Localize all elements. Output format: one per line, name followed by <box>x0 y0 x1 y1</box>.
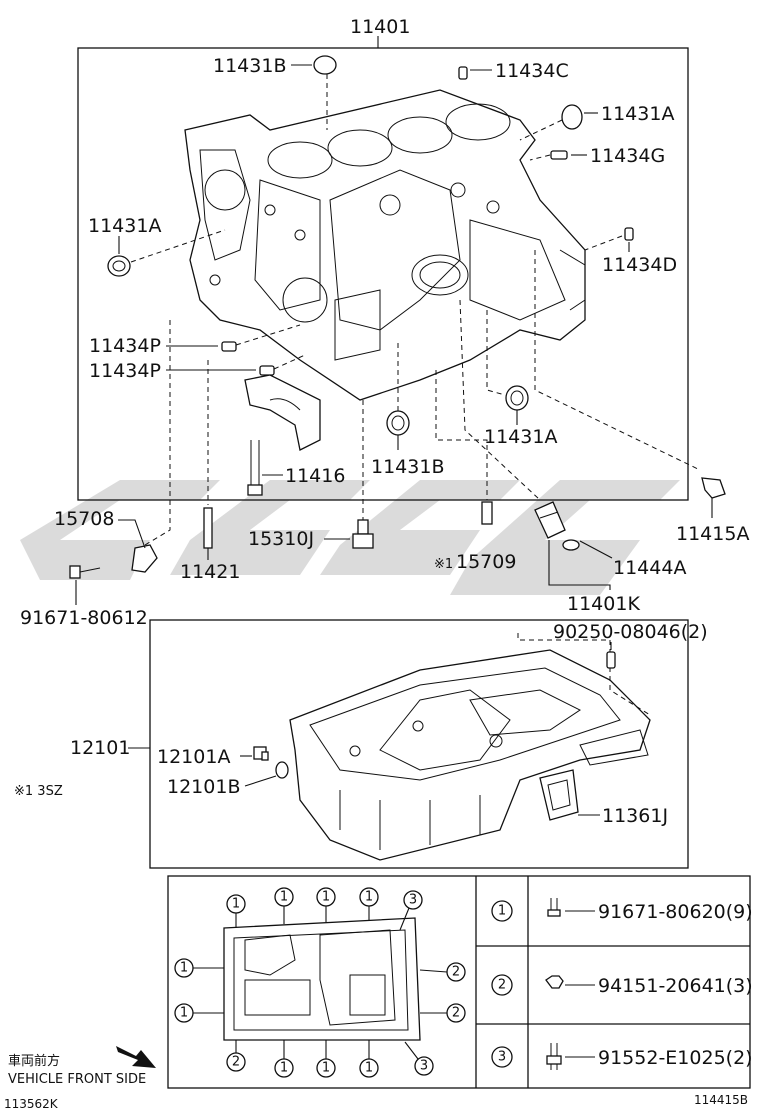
callout-bottom-5: 3 <box>420 1059 428 1074</box>
gasket-part <box>275 761 289 779</box>
drain-plug-part <box>253 746 269 761</box>
watermark-logo <box>20 480 680 595</box>
code-right: 114415B <box>694 1093 748 1107</box>
bearing-cap-part <box>244 374 321 451</box>
callout-right-2: 2 <box>452 1006 460 1021</box>
plug-right-part <box>561 104 583 130</box>
pin-g-part <box>550 150 568 160</box>
nut-icon <box>545 975 564 989</box>
legend-frame <box>167 875 751 1089</box>
plug-bottom-a-part <box>505 385 529 411</box>
sub-assy-label: 11401K <box>567 593 640 615</box>
block-assy-label: 11401 <box>350 16 410 38</box>
pin-p1-label: 11434P <box>89 335 161 357</box>
sensor-label: 11415A <box>676 523 749 545</box>
callout-bottom-3: 1 <box>322 1061 330 1076</box>
bolt-label: 11416 <box>285 465 345 487</box>
callout-bottom-2: 1 <box>280 1061 288 1076</box>
stud-part <box>203 507 213 549</box>
bracket-bolt-label: 91671-80612 <box>20 607 148 629</box>
block-frame <box>77 47 689 501</box>
callout-bottom-4: 1 <box>365 1061 373 1076</box>
strainer-part <box>539 769 579 821</box>
callout-top-1: 1 <box>232 897 240 912</box>
layout-callouts: 1 1 1 1 3 1 1 2 2 2 1 1 1 3 <box>174 887 466 1078</box>
legend-part-1: 91671-80620(9) <box>598 901 753 923</box>
legend-row-2: 2 94151-20641(3) <box>491 974 753 997</box>
oil-pan-part <box>289 649 651 861</box>
stud-bolt-icon <box>546 1043 562 1070</box>
oring-part <box>562 539 580 551</box>
pin-c-part <box>458 66 468 80</box>
cylinder-block <box>184 89 586 401</box>
legend-num-2: 2 <box>498 978 506 993</box>
pin-d-part <box>624 227 634 241</box>
bracket-label: 15708 <box>54 508 114 530</box>
bracket-part <box>131 544 158 573</box>
pin-p2-part <box>259 365 275 376</box>
flange-bolt-icon <box>547 898 561 917</box>
callout-top-4: 1 <box>365 890 373 905</box>
callout-top-2: 1 <box>280 890 288 905</box>
plug-bottom-a-label: 11431A <box>484 426 557 448</box>
plug-right-label: 11431A <box>601 103 674 125</box>
footnote: ※1 3SZ <box>14 784 63 799</box>
front-arrow-icon <box>116 1046 156 1068</box>
drain-cock-part <box>352 519 374 549</box>
jet-note-mark: ※1 <box>434 557 453 572</box>
plug-top-part <box>313 55 337 75</box>
oil-pan-label: 12101 <box>70 737 130 759</box>
oil-pan-frame <box>149 619 689 869</box>
bolt-part <box>247 440 263 496</box>
plug-left-label: 11431A <box>88 215 161 237</box>
jet-label: 15709 <box>456 551 516 573</box>
plug-left-part <box>107 255 131 277</box>
gasket-label: 12101B <box>167 776 240 798</box>
drain-plug-label: 12101A <box>157 746 230 768</box>
legend-num-3: 3 <box>498 1050 506 1065</box>
direction-en: VEHICLE FRONT SIDE <box>8 1072 146 1087</box>
legend-row-3: 3 91552-E1025(2) <box>491 1043 753 1070</box>
stud-label: 11421 <box>180 561 240 583</box>
code-left: 113562K <box>4 1097 59 1111</box>
pin-c-label: 11434C <box>495 60 569 82</box>
legend-row-1: 1 91671-80620(9) <box>491 898 753 923</box>
oil-pan-layout <box>223 917 421 1041</box>
pin-p1-part <box>221 341 237 352</box>
plug-bottom-b-label: 11431B <box>371 456 444 478</box>
filter-part <box>534 501 566 539</box>
drain-cock-label: 15310J <box>248 528 314 550</box>
callout-top-3: 1 <box>322 890 330 905</box>
callout-left-2: 1 <box>180 1006 188 1021</box>
bracket-bolt-part <box>69 565 101 579</box>
direction-jp: 車両前方 <box>8 1053 60 1069</box>
sensor-part <box>701 477 726 499</box>
pan-stud-part <box>606 651 616 669</box>
legend-part-2: 94151-20641(3) <box>598 975 753 997</box>
oring-label: 11444A <box>613 557 686 579</box>
legend-num-1: 1 <box>498 904 506 919</box>
pin-g-label: 11434G <box>590 145 665 167</box>
callout-bottom-1: 2 <box>232 1055 240 1070</box>
callout-top-5: 3 <box>409 893 417 908</box>
plug-top-label: 11431B <box>213 55 286 77</box>
pin-d-label: 11434D <box>602 254 677 276</box>
strainer-label: 11361J <box>602 805 668 827</box>
pin-p2-label: 11434P <box>89 360 161 382</box>
plug-bottom-b-part <box>386 410 410 436</box>
legend-part-3: 91552-E1025(2) <box>598 1047 753 1069</box>
jet-part <box>481 501 493 525</box>
callout-left-1: 1 <box>180 961 188 976</box>
pan-stud-label: 90250-08046(2) <box>553 621 708 643</box>
callout-right-1: 2 <box>452 965 460 980</box>
